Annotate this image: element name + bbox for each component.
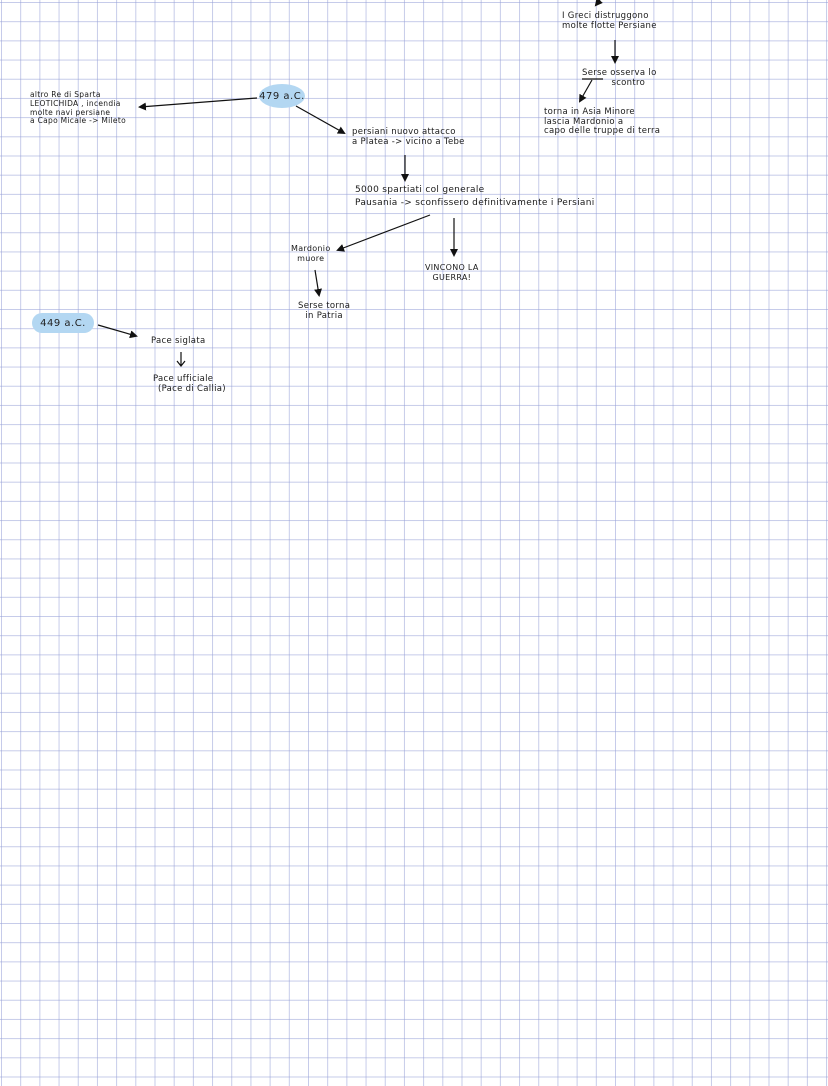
note-line: Serse torna xyxy=(298,301,351,311)
date-bubble-449: 449 a.C. xyxy=(32,313,94,333)
note-line: I Greci distruggono xyxy=(562,11,649,21)
arrow-mardonio-to-serse xyxy=(314,269,323,297)
arrow-pace-to-ufficiale xyxy=(176,352,186,367)
note-line: Pausania -> sconfissero definitivamente … xyxy=(355,198,595,208)
note-line: molte flotte Persiane xyxy=(562,21,657,31)
arrow-top-into-greci xyxy=(594,0,603,7)
date-label: 479 a.C. xyxy=(259,90,305,102)
note-line: torna in Asia Minore xyxy=(544,107,635,117)
note-spartiati: 5000 spartiati col generale Pausania -> … xyxy=(355,184,595,210)
note-line: Pace ufficiale xyxy=(153,374,214,384)
arrow-spartiati-to-mardonio xyxy=(336,214,431,252)
note-mardonio: Mardonio muore xyxy=(291,244,331,264)
note-line: Mardonio xyxy=(291,244,331,253)
note-line: lascia Mardonio a xyxy=(544,116,624,127)
arrow-479-to-persiani xyxy=(295,105,346,134)
note-line: a Capo Micale -> Mileto xyxy=(30,116,126,126)
note-line: altro Re di Sparta xyxy=(30,90,101,99)
note-line: persiani nuovo attacco xyxy=(352,127,456,137)
note-line: (Pace di Callia) xyxy=(158,384,226,394)
note-vincono: VINCONO LA GUERRA! xyxy=(425,263,479,283)
note-line: muore xyxy=(297,254,325,263)
arrow-449-to-pace xyxy=(97,324,138,339)
note-pace-siglata: Pace siglata xyxy=(151,336,205,346)
note-line: capo delle truppe di terra xyxy=(544,126,661,136)
note-line: 5000 spartiati col generale xyxy=(355,185,485,195)
note-serse-torna: Serse torna in Patria xyxy=(298,301,350,321)
note-serse-osserva: Serse osserva lo scontro xyxy=(582,68,657,88)
note-line: Pace siglata xyxy=(151,336,206,346)
note-line: VINCONO LA xyxy=(425,263,479,272)
note-line: LEOTICHIDA , incendia xyxy=(30,98,121,108)
note-line: a Platea -> vicino a Tebe xyxy=(352,137,465,147)
note-line: GUERRA! xyxy=(432,273,472,282)
arrow-479-to-leotichida xyxy=(138,97,258,111)
note-line: scontro xyxy=(611,78,646,88)
note-line: in Patria xyxy=(305,311,343,321)
date-bubble-479: 479 a.C. xyxy=(259,84,305,108)
note-persiani-attacco: persiani nuovo attacco a Platea -> vicin… xyxy=(352,127,465,147)
note-line: molte navi persiane xyxy=(30,107,111,117)
date-label: 449 a.C. xyxy=(40,317,86,329)
note-line: Serse osserva lo xyxy=(582,68,657,78)
note-torna-asia: torna in Asia Minore lascia Mardonio a c… xyxy=(544,107,661,137)
note-leotichida: altro Re di Sparta LEOTICHIDA , incendia… xyxy=(30,90,126,126)
note-pace-ufficiale: Pace ufficiale (Pace di Callia) xyxy=(153,374,226,394)
note-greci-distruggono: I Greci distruggono molte flotte Persian… xyxy=(562,11,657,31)
